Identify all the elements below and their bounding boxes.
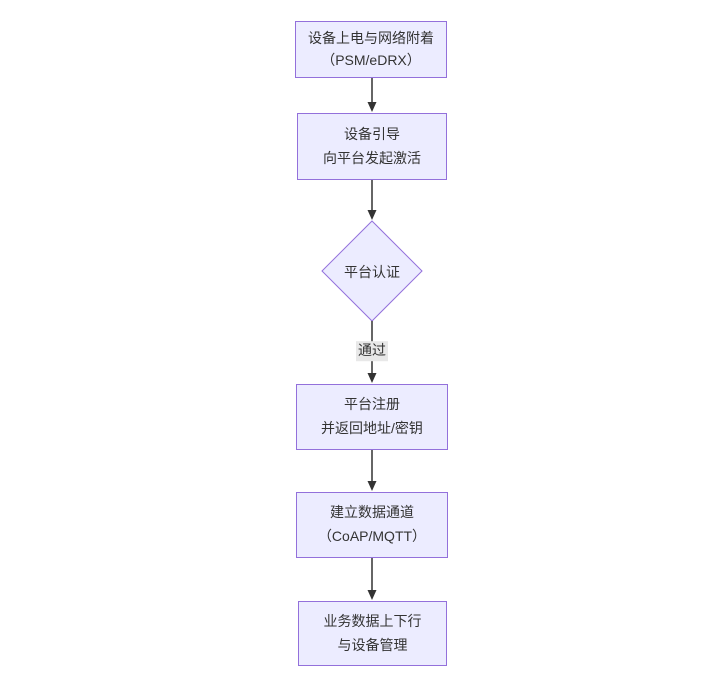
edge-arrowhead-4 — [367, 481, 377, 491]
node-bootstrap: 设备引导 向平台发起激活 — [297, 113, 447, 180]
edge-label-pass: 通过 — [356, 341, 388, 361]
node-register: 平台注册 并返回地址/密钥 — [296, 384, 448, 450]
node-label-line: 向平台发起激活 — [323, 149, 421, 166]
node-data-channel: 建立数据通道 （CoAP/MQTT） — [296, 492, 448, 558]
node-label-line: （PSM/eDRX） — [321, 51, 421, 68]
node-power-attach: 设备上电与网络附着 （PSM/eDRX） — [295, 21, 447, 78]
node-label-line: 建立数据通道 — [330, 504, 414, 521]
node-label-line: 设备上电与网络附着 — [308, 29, 434, 46]
node-label-line: 业务数据上下行 — [323, 612, 422, 629]
edge-arrowhead-5 — [367, 590, 377, 600]
node-label-line: 平台注册 — [344, 396, 400, 413]
node-platform-auth-label: 平台认证 — [344, 264, 400, 280]
edge-arrowhead-2 — [367, 210, 377, 220]
node-label-line: 设备引导 — [344, 125, 400, 142]
edge-arrowhead-3 — [367, 373, 377, 383]
edge-arrowhead-1 — [367, 102, 377, 112]
node-business: 业务数据上下行 与设备管理 — [298, 601, 447, 666]
node-label-line: 并返回地址/密钥 — [321, 420, 423, 436]
node-label-line: 与设备管理 — [337, 636, 408, 653]
node-label-line: （CoAP/MQTT） — [317, 528, 427, 544]
